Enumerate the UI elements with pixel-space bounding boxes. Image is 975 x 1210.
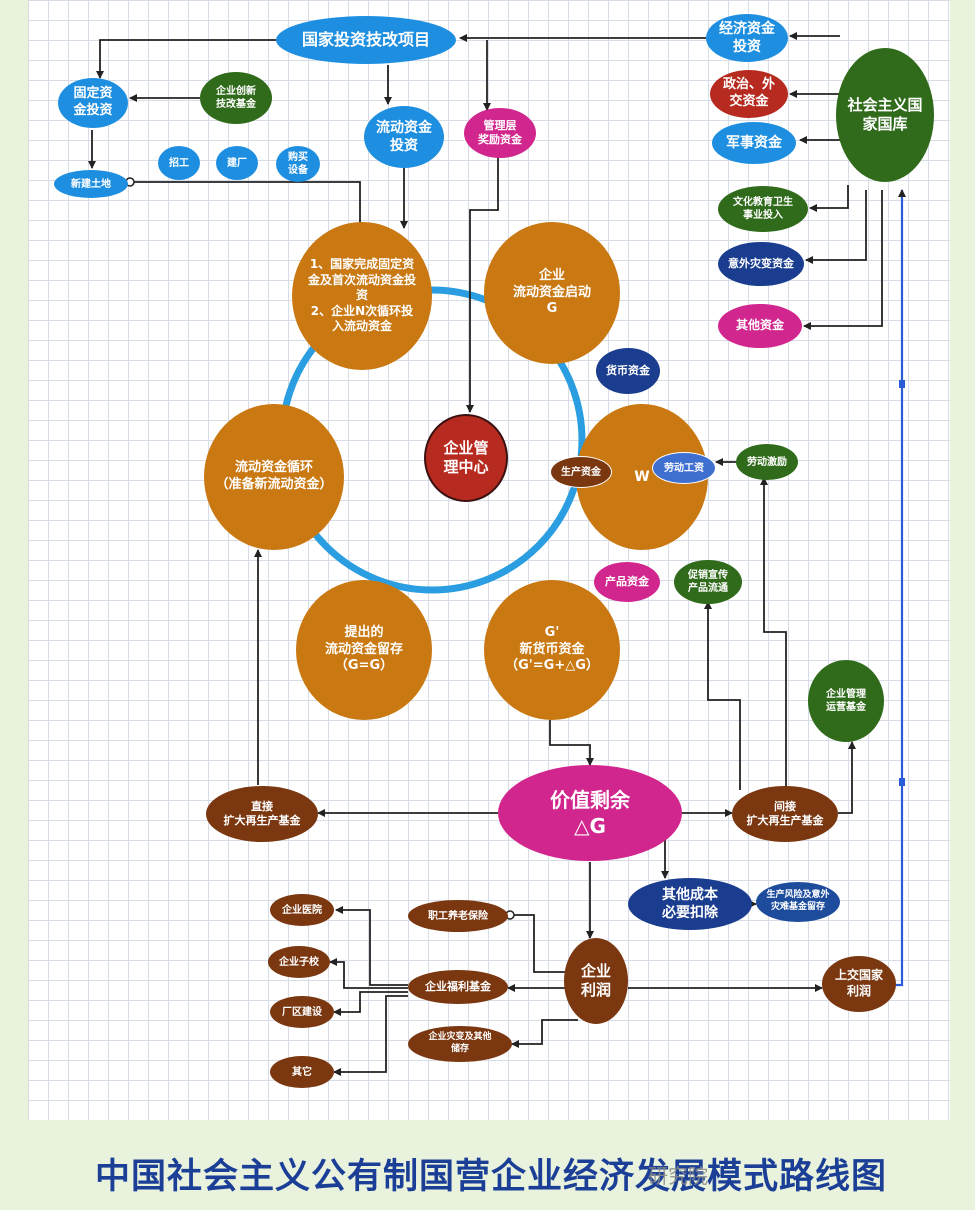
node-shangjiao-lirun: 上交国家 利润 <box>822 956 896 1012</box>
node-jianchang: 建厂 <box>216 146 258 180</box>
node-zhengzhi-zijin: 政治、外 交资金 <box>710 70 788 118</box>
watermark: 研究院 <box>648 1164 708 1188</box>
edge-fuli-to-yiyuan <box>335 906 408 986</box>
node-liudong-touzi: 流动资金 投资 <box>364 106 444 168</box>
node-circle-top-right: 企业 流动资金启动 G <box>484 222 620 364</box>
connector-handle-2 <box>899 778 905 786</box>
node-cuxiao: 促销宣传 产品流通 <box>674 560 742 604</box>
node-junshi-zijin: 军事资金 <box>712 122 796 164</box>
grid-canvas <box>28 0 950 1120</box>
edge-guoku-to-wenhua <box>809 185 849 212</box>
node-zhigong-yanglao: 职工养老保险 <box>408 900 508 932</box>
node-qiye-lirun: 企业 利润 <box>564 938 628 1024</box>
node-guanli-yunying: 企业管理 运营基金 <box>808 660 884 742</box>
node-goumai-shebei: 购买 设备 <box>276 146 320 182</box>
node-jiazhi-shengyu: 价值剩余 △G <box>498 765 682 861</box>
node-qita: 其它 <box>270 1056 334 1088</box>
node-circle-bottom-left: 提出的 流动资金留存 （G=G） <box>296 580 432 720</box>
node-qita-chengben: 其他成本 必要扣除 <box>628 878 752 930</box>
edge-fuli-to-zixiao <box>329 958 408 989</box>
node-yiwai-zaibian: 意外灾变资金 <box>718 242 804 286</box>
edge-shangjiao-to-guoku <box>896 189 906 987</box>
node-fuli-jijin: 企业福利基金 <box>408 970 508 1004</box>
node-shengchan-fengxian: 生产风险及意外 灾难基金留存 <box>756 882 840 922</box>
connector-handle-1 <box>899 380 905 388</box>
node-changqu-jianshe: 厂区建设 <box>270 996 334 1028</box>
edge-fuli-to-changqu <box>333 991 408 1016</box>
node-laodong-jili: 劳动激励 <box>736 444 798 480</box>
edge-tudi-to-circle <box>128 181 361 230</box>
node-circle-left: 流动资金循环 （准备新流动资金） <box>204 404 344 550</box>
node-qita-zijin: 其他资金 <box>718 304 802 348</box>
node-guoku: 社会主义国 家国库 <box>836 48 934 182</box>
node-guding-touzi: 固定资 金投资 <box>58 78 128 128</box>
edge-guoku-to-qita <box>803 190 883 330</box>
node-shengchan-zijin: 生产资金 <box>550 456 612 488</box>
node-circle-bottom-right: G' 新货币资金 （G'=G+△G） <box>484 580 620 720</box>
edge-jianjie-to-guanli <box>838 741 856 814</box>
edge-guanli-to-center <box>466 152 499 413</box>
node-guanli-jiangli: 管理层 奖励资金 <box>464 108 536 158</box>
edge-jianjie-to-cuxiao <box>704 601 741 790</box>
edge-yanglao-to-lirun <box>512 914 566 973</box>
edge-touzi-to-guding <box>96 39 280 79</box>
edge-jianjie-to-jili <box>760 477 787 790</box>
node-huobi-zijin: 货币资金 <box>596 348 660 394</box>
node-jingji-zijin: 经济资金 投资 <box>706 14 788 62</box>
node-qiye-zixiao: 企业子校 <box>268 946 330 978</box>
node-circle-top-left: 1、国家完成固定资 金及首次流动资金投 资 2、企业N次循环投 入流动资金 <box>292 222 432 370</box>
node-guojia-touzi: 国家投资技改项目 <box>276 16 456 64</box>
node-guanli-zhongxin: 企业管 理中心 <box>424 414 508 502</box>
node-xinjian-tudi: 新建土地 <box>54 170 128 198</box>
node-chanpin-zijin: 产品资金 <box>594 562 660 602</box>
node-jianjie-kuoda: 间接 扩大再生产基金 <box>732 786 838 842</box>
node-zaibian-chucun: 企业灾变及其他 储存 <box>408 1026 512 1062</box>
edge-newmoney-to-jiazhi <box>549 720 594 766</box>
page-title: 中国社会主义公有制国营企业经济发展模式路线图 <box>95 1157 888 1197</box>
node-zhijie-kuoda: 直接 扩大再生产基金 <box>206 786 318 842</box>
node-wenhua-touru: 文化教育卫生 事业投入 <box>718 186 808 232</box>
node-laodong-gongzi: 劳动工资 <box>652 452 716 484</box>
node-chuangxin-jijin: 企业创新 技改基金 <box>200 72 272 124</box>
node-qiye-yiyuan: 企业医院 <box>270 894 334 926</box>
edge-lirun-to-zaibian <box>511 1019 578 1048</box>
edge-guoku-to-yiwai <box>805 190 867 264</box>
edge-fuli-to-qita <box>333 995 408 1076</box>
node-zhaogong: 招工 <box>158 146 200 180</box>
